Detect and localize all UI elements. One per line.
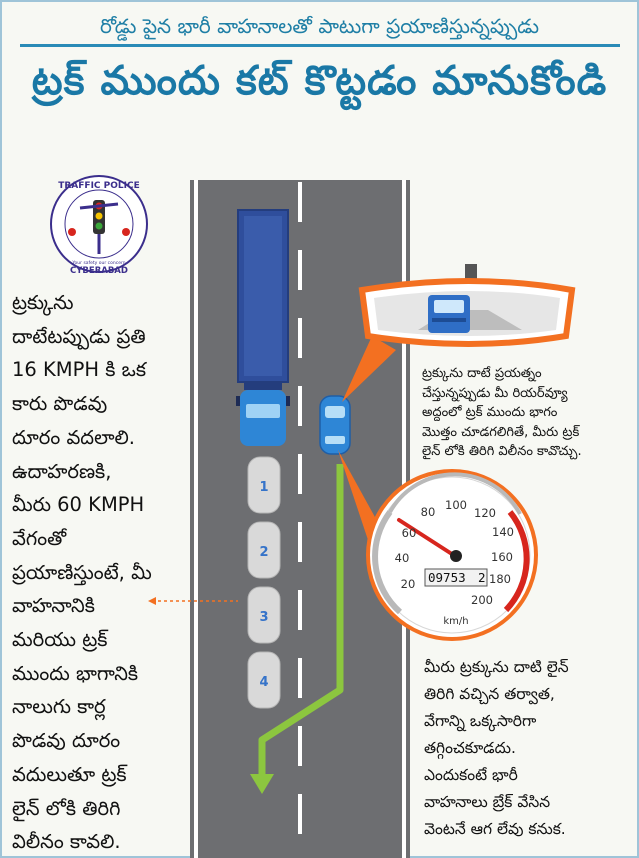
car-slot-4 <box>247 651 281 709</box>
left-line: నాలుగు కార్ల <box>12 695 106 719</box>
car-slots <box>247 456 281 709</box>
speed-tick-160: 160 <box>491 550 513 564</box>
bottom-line: ఎందుకంటే భారీ <box>424 766 518 784</box>
left-line: దూరం వదలాలి. <box>12 425 135 449</box>
rearview-line: అద్దంలో ట్రక్ ముందు భాగం <box>422 405 558 420</box>
speedometer <box>366 469 538 641</box>
page-title: ట్రక్ ముందు కట్ కొట్టడం మానుకోండి <box>31 58 608 104</box>
logo-top-text: TRAFFIC POLICE <box>58 181 140 191</box>
speed-tick-140: 140 <box>492 525 514 539</box>
center-dashes <box>298 182 302 834</box>
left-line: ముందు భాగానికి <box>12 661 139 685</box>
left-line: ఉదాహరణకి, <box>12 459 112 483</box>
speedometer-needle <box>397 518 457 558</box>
rearview-mirror <box>358 264 576 347</box>
left-line: వేగంతో <box>12 526 67 550</box>
rearview-line: మొత్తం చూడగలిగితే, మీరు ట్రక్ <box>422 424 580 440</box>
logo-bottom-text: CYBERABAD <box>70 266 128 274</box>
left-line: వాహనానికి <box>12 594 95 618</box>
bottom-line: తిరిగి వచ్చిన తర్వాత, <box>424 685 555 703</box>
left-line: 16 KMPH కి ఒక <box>12 358 147 382</box>
car-slot-3 <box>247 586 281 644</box>
car-slot-1 <box>247 456 281 514</box>
speed-tick-60: 60 <box>402 526 417 540</box>
rearview-line: చేస్తున్నప్పుడు మీ రియర్‌వ్యూ <box>422 385 568 401</box>
bottom-line: తగ్గించకూడదు. <box>424 739 516 757</box>
car-slot-label-1: 1 <box>259 480 268 495</box>
passing-car <box>319 395 351 455</box>
bottom-line: వెంటనే ఆగ లేవు కనుక. <box>424 820 566 838</box>
logo-motto: Your safety our concern <box>71 260 125 266</box>
left-line: మీరు 60 KMPH <box>12 493 145 517</box>
speed-tick-200: 200 <box>471 593 493 607</box>
header-divider <box>20 44 620 47</box>
traffic-police-logo: TRAFFIC POLICE Your safety our concern C… <box>50 175 148 274</box>
speed-tick-180: 180 <box>489 572 511 586</box>
merge-arrow-head <box>250 774 274 794</box>
speed-tick-80: 80 <box>421 505 436 519</box>
left-line: కారు పొడవు <box>12 392 108 416</box>
left-line: లైన్ లోకి తిరిగి <box>12 796 121 820</box>
truck <box>236 209 290 446</box>
odometer-last-digit: 2 <box>478 570 486 585</box>
left-line: పొడవు దూరం <box>12 729 121 753</box>
car-slot-label-2: 2 <box>259 545 268 560</box>
left-line: దాటేటప్పుడు ప్రతి <box>12 324 146 348</box>
merge-arrow <box>258 464 344 782</box>
left-line: ట్రక్కును <box>12 291 74 314</box>
left-line: ప్రయాణిస్తుంటే, మీ <box>12 560 152 584</box>
speed-tick-100: 100 <box>445 498 467 512</box>
rearview-line: ట్రక్కును దాటే ప్రయత్నం <box>422 366 542 381</box>
rearview-explanation: ట్రక్కును దాటే ప్రయత్నం చేస్తున్నప్పుడు … <box>422 364 632 462</box>
speed-tick-20: 20 <box>401 577 416 591</box>
bottom-line: వాహనాలు బ్రేక్ వేసిన <box>424 793 551 811</box>
car-slot-label-3: 3 <box>259 610 268 625</box>
bottom-line: మీరు ట్రక్కును దాటి లైన్ <box>424 658 569 676</box>
left-line: మరియు ట్రక్ <box>12 628 108 652</box>
speed-unit: km/h <box>443 616 468 627</box>
left-line: వదులుతూ ట్రక్ <box>12 762 127 786</box>
pointer-arrow <box>148 597 238 605</box>
car-slot-label-4: 4 <box>259 675 268 690</box>
mirror-callout <box>342 336 396 402</box>
bottom-explanation: మీరు ట్రక్కును దాటి లైన్ తిరిగి వచ్చిన త… <box>424 654 634 843</box>
road-scene: 1 2 3 4 <box>148 180 576 858</box>
car-slot-2 <box>247 521 281 579</box>
speed-tick-40: 40 <box>395 551 410 565</box>
odometer-reading: 09753 <box>428 570 466 585</box>
bottom-line: వేగాన్ని ఒక్కసారిగా <box>424 712 537 730</box>
left-explanation: ట్రక్కును దాటేటప్పుడు ప్రతి 16 KMPH కి ఒ… <box>12 286 202 858</box>
speed-tick-120: 120 <box>474 506 496 520</box>
left-line: విలీనం కావలి. <box>12 830 121 854</box>
header-subtitle: రోడ్డు పైన భారీ వాహనాలతో పాటుగా ప్రయాణిస… <box>99 14 540 38</box>
rearview-line: లైన్ లోకి తిరిగి విలీనం కావొచ్చు. <box>422 444 582 459</box>
